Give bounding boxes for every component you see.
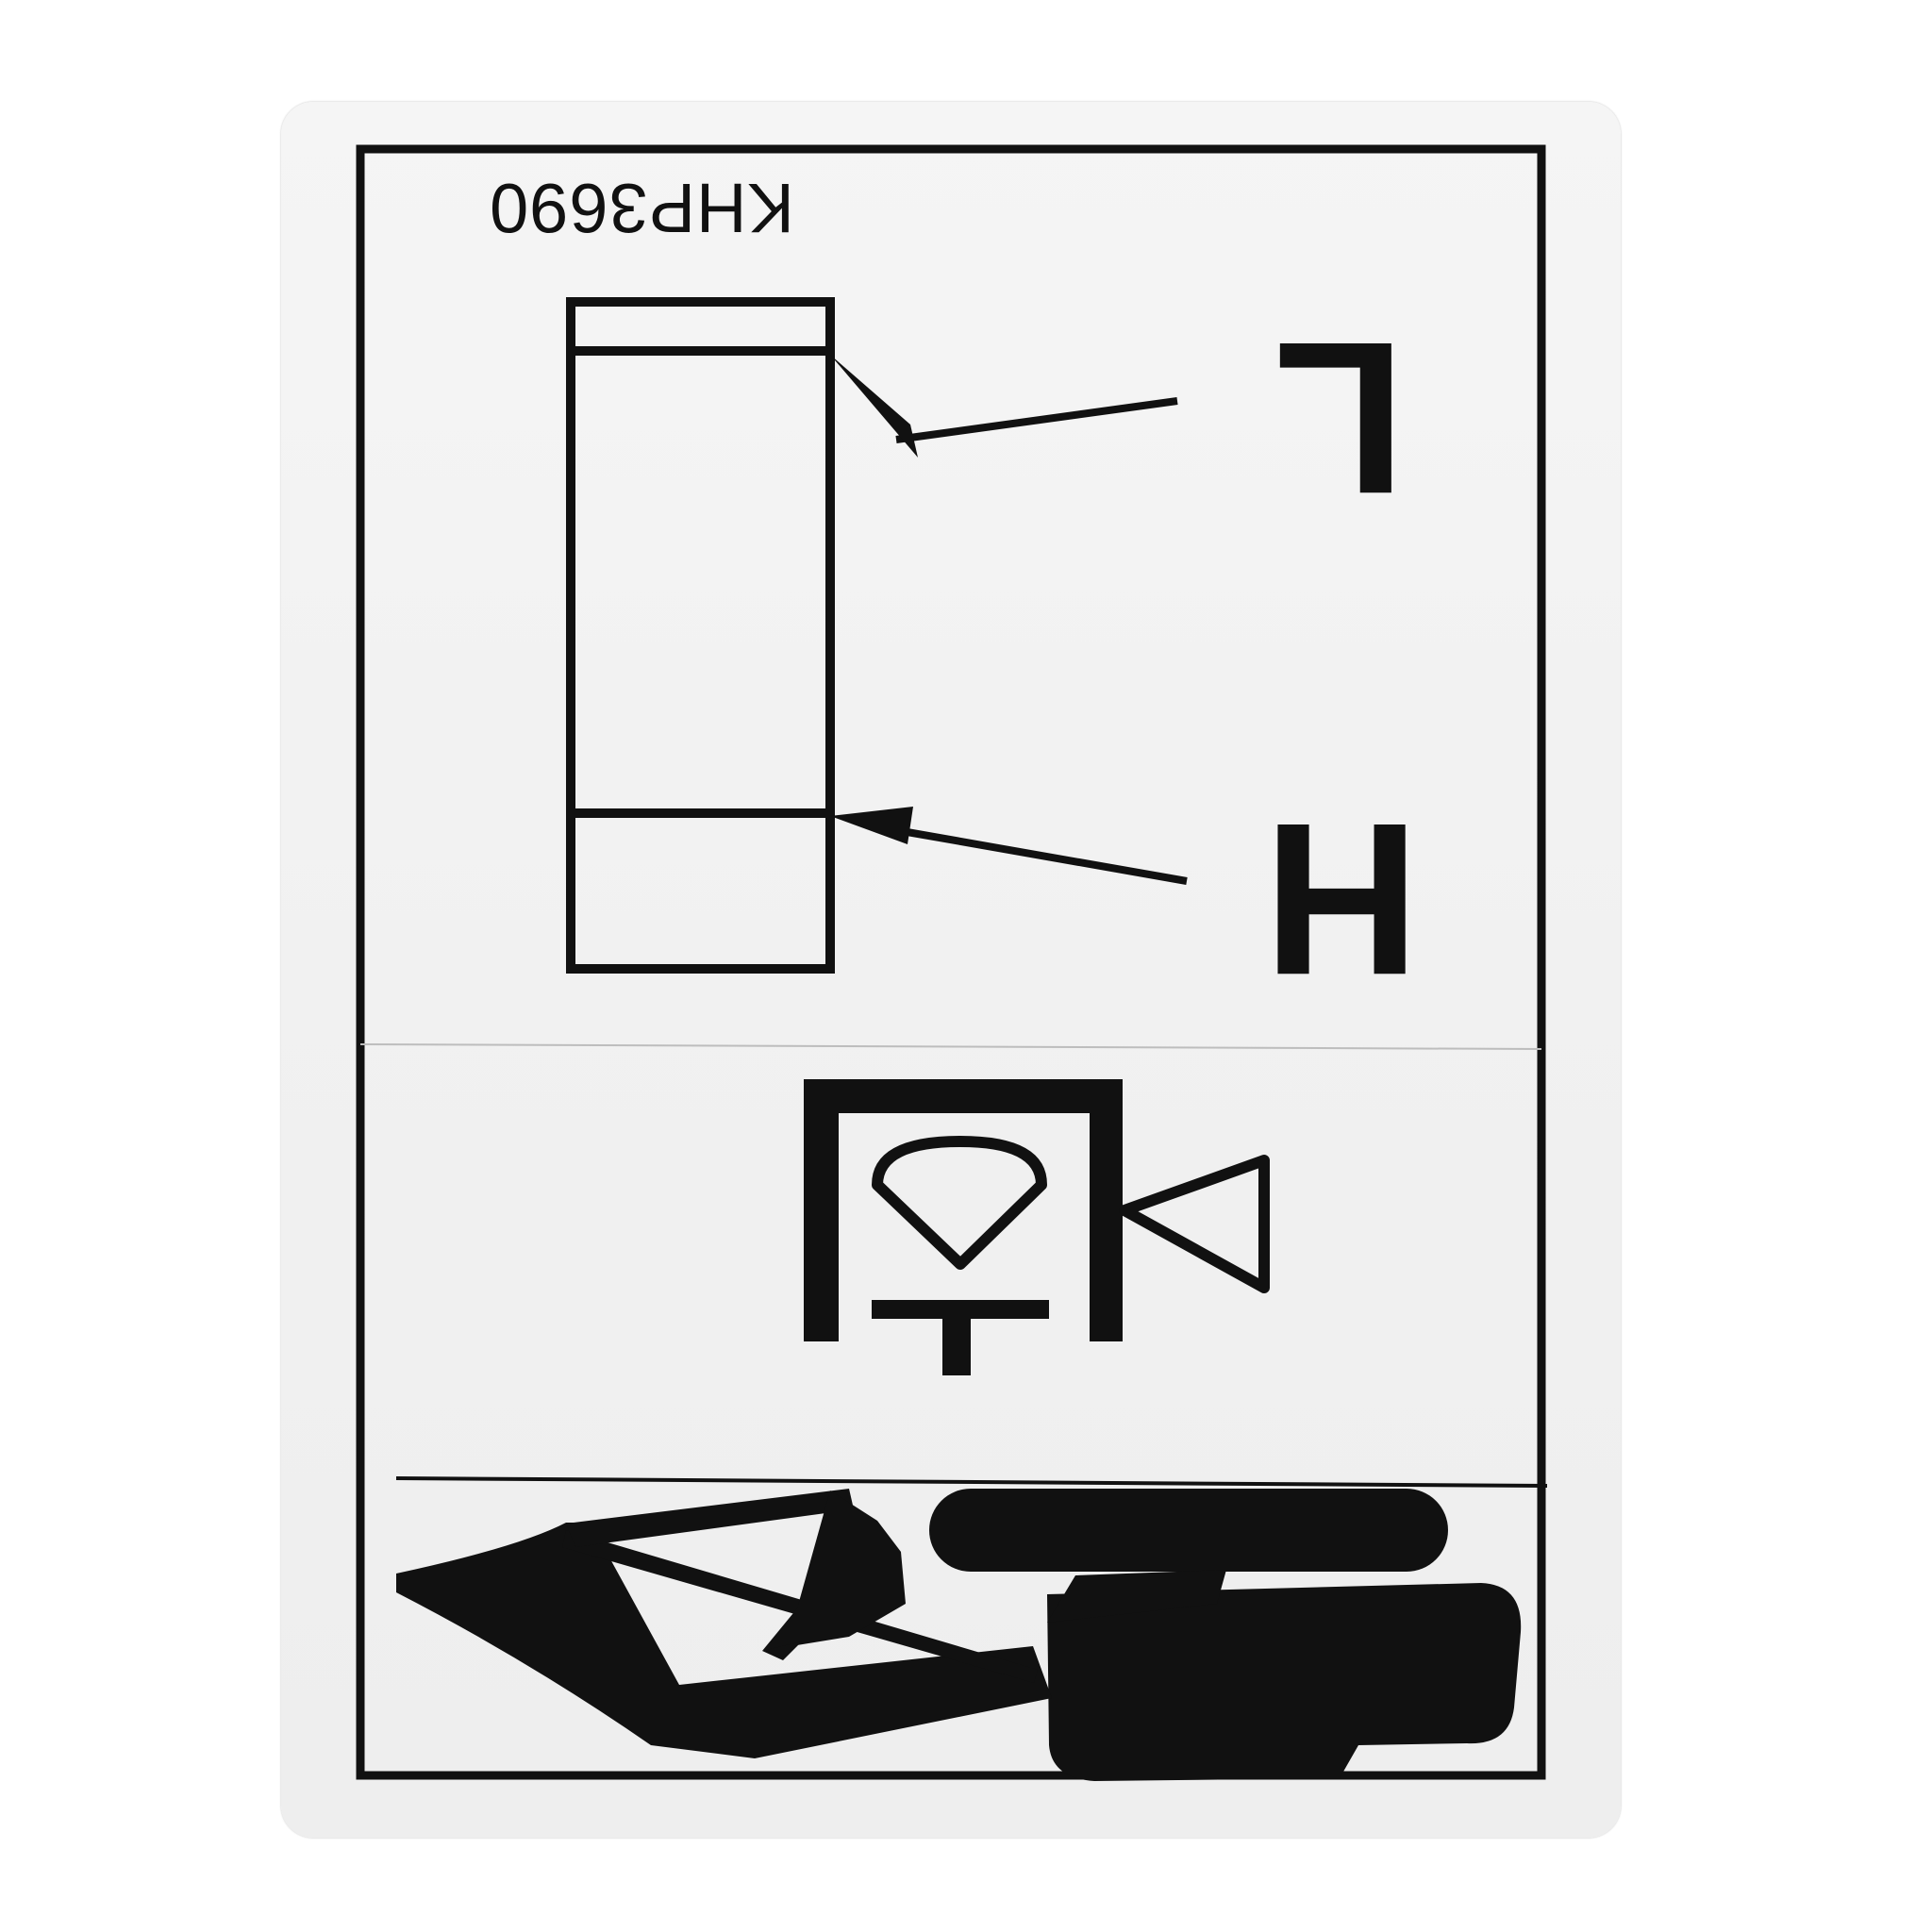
fold-line [359,1043,1542,1050]
hydraulic-oil-level-check-icon [804,1079,1270,1375]
decal-border [356,144,1546,1780]
level-mark-low: L [1273,297,1407,540]
excavator-posture-icon [396,1489,1522,1781]
arrow-to-gauge-line-icon [830,355,1178,458]
sight-gauge-icon [566,297,835,974]
part-number: KHP3690 [489,169,794,247]
level-mark-high: H [1262,778,1421,1021]
ground-line [395,1476,1548,1488]
arrow-to-gauge-line-icon [830,807,1188,885]
